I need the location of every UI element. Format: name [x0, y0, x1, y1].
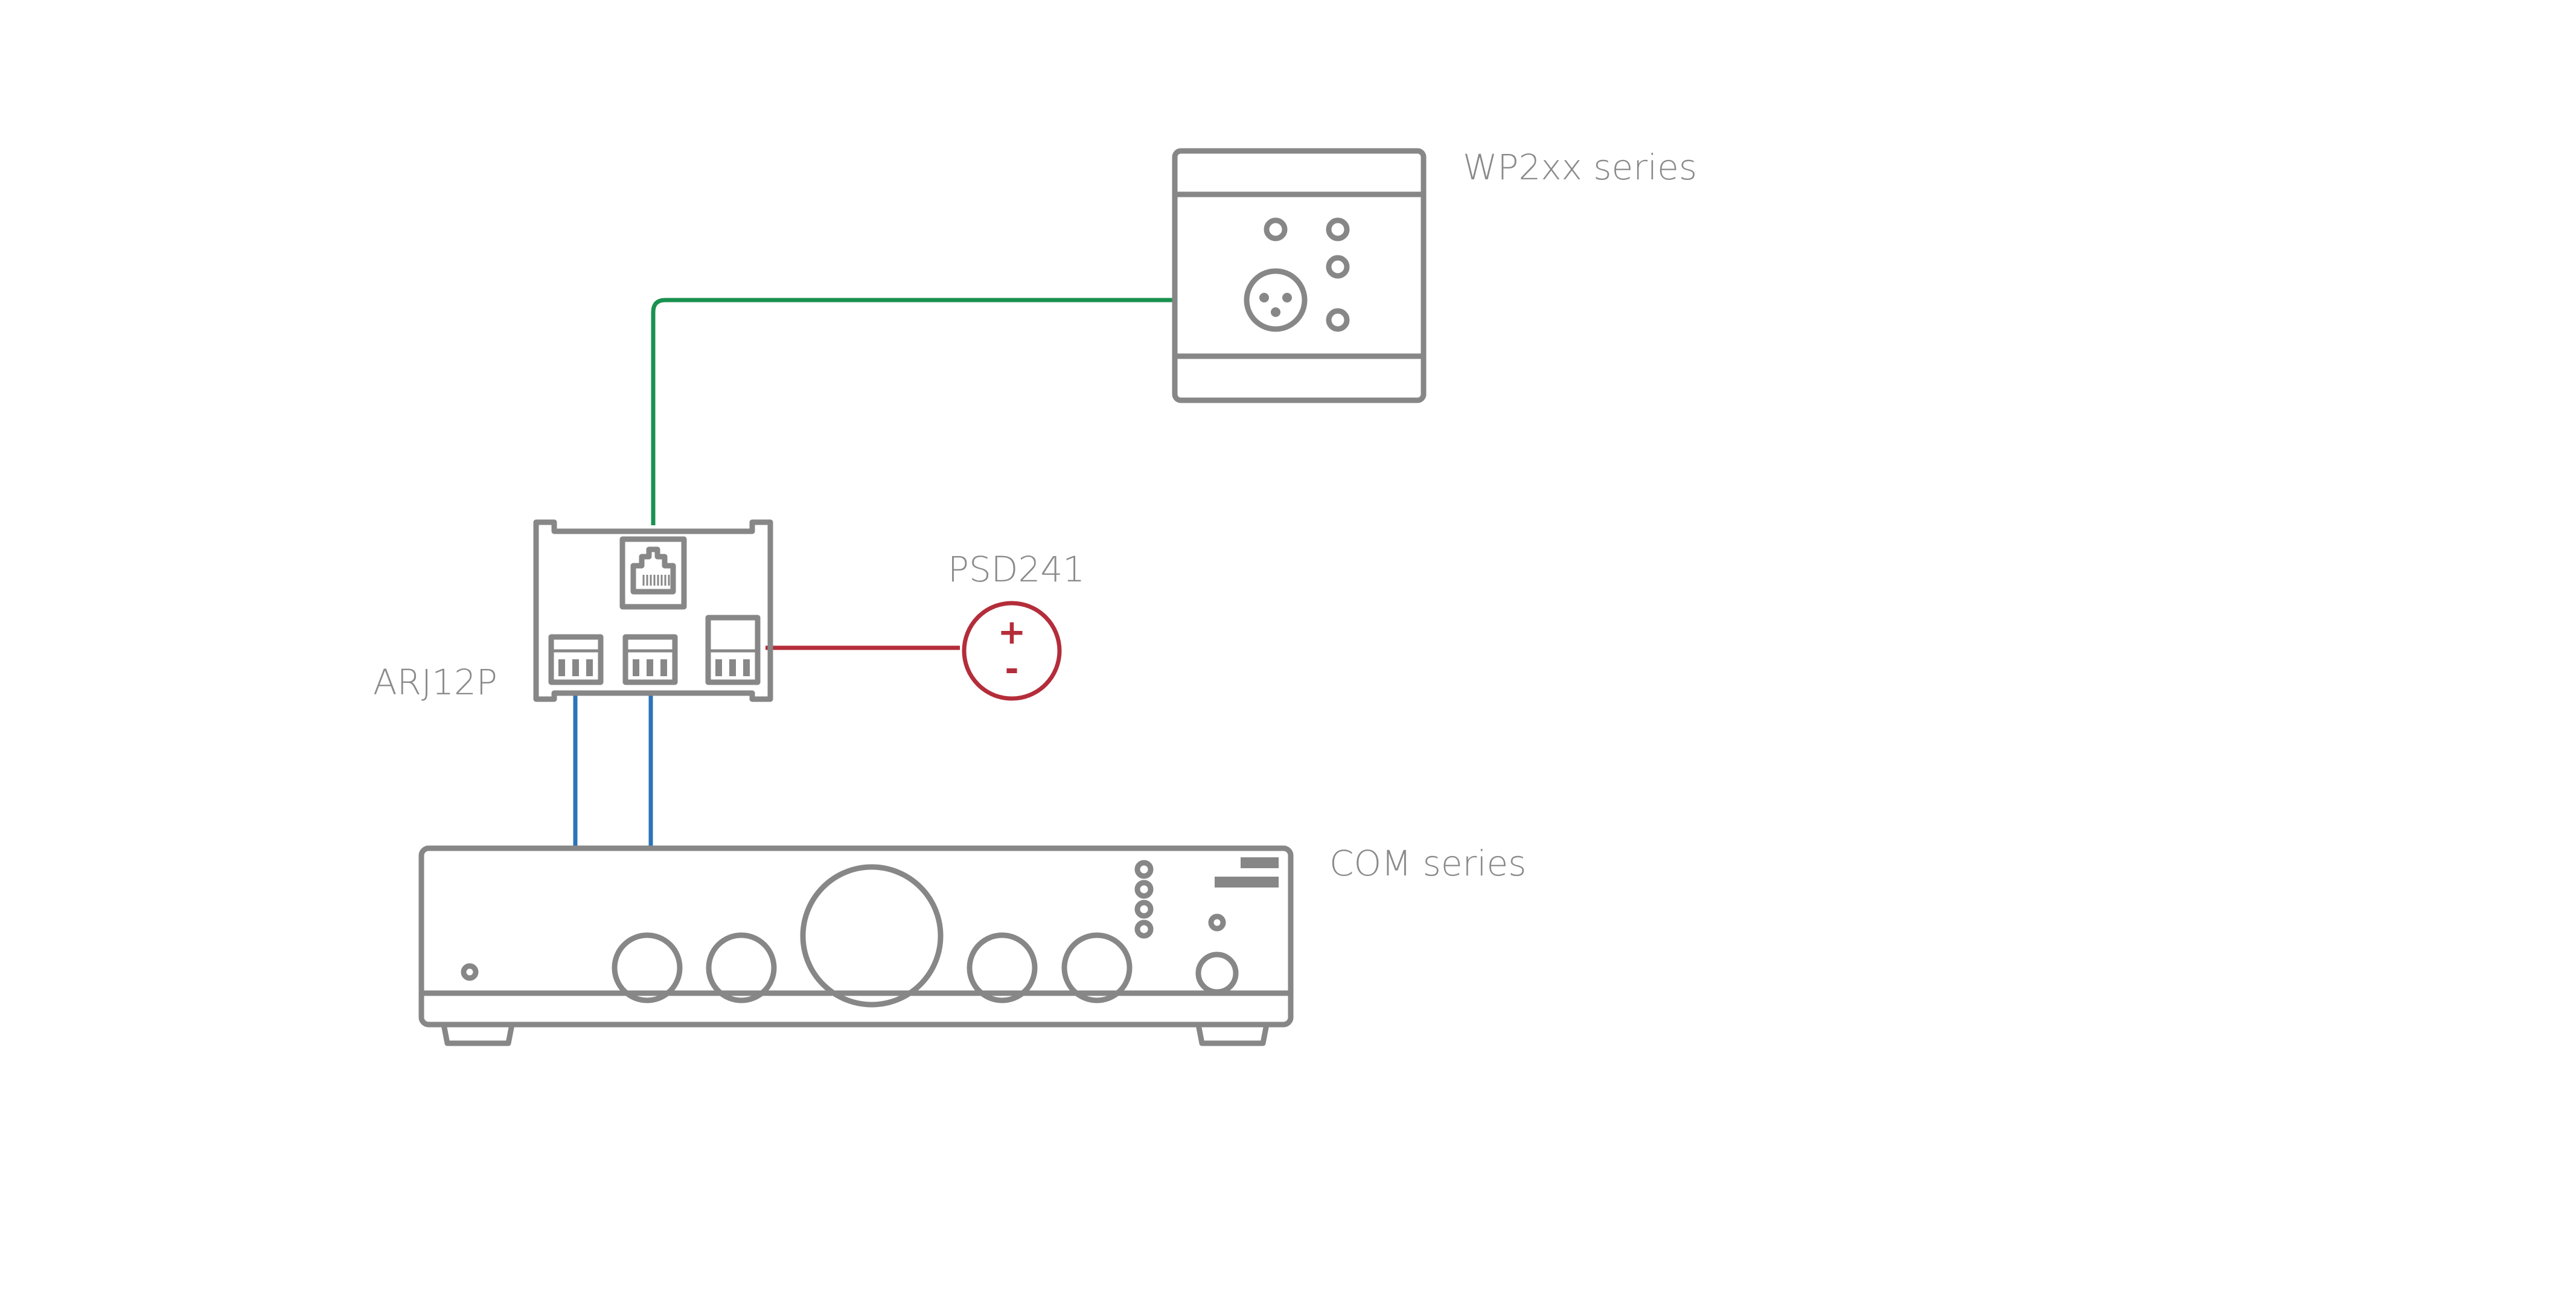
knob-icon	[706, 932, 777, 1003]
knob-icon	[967, 932, 1038, 1003]
led-icon	[1326, 217, 1350, 241]
led-icon	[1134, 860, 1154, 879]
display-bar	[1241, 857, 1279, 868]
led-icon	[1134, 880, 1154, 899]
standby-led-icon	[461, 963, 479, 981]
terminal-block-icon	[622, 634, 678, 685]
knob-icon	[1061, 932, 1133, 1003]
amplifier-device	[418, 845, 1294, 1046]
amplifier-label: COM series	[1329, 843, 1526, 884]
interface-label: ARJ12P	[373, 662, 497, 703]
knob-icon	[612, 932, 683, 1003]
plus-icon: +	[998, 613, 1026, 652]
power-supply-label: PSD241	[948, 549, 1085, 590]
volume-knob-icon	[800, 864, 944, 1008]
wallplate-device	[1172, 148, 1427, 403]
led-icon	[1326, 255, 1350, 279]
wallplate-label: WP2xx series	[1463, 147, 1697, 188]
xlr-connector-icon	[1244, 268, 1308, 332]
led-icon	[1208, 913, 1226, 932]
minus-icon: -	[1005, 650, 1018, 689]
led-icon	[1326, 308, 1350, 332]
led-icon	[1134, 920, 1154, 939]
terminal-block-icon	[548, 634, 604, 685]
led-icon	[1134, 900, 1154, 919]
power-supply-device: + -	[962, 601, 1062, 701]
data-cable-green	[651, 298, 1172, 525]
interface-device	[533, 519, 773, 702]
rj45-port-icon	[619, 536, 687, 610]
power-terminal-icon	[705, 615, 761, 685]
display-bar	[1215, 877, 1279, 888]
headphone-jack-icon	[1195, 952, 1239, 995]
led-icon	[1264, 217, 1288, 241]
